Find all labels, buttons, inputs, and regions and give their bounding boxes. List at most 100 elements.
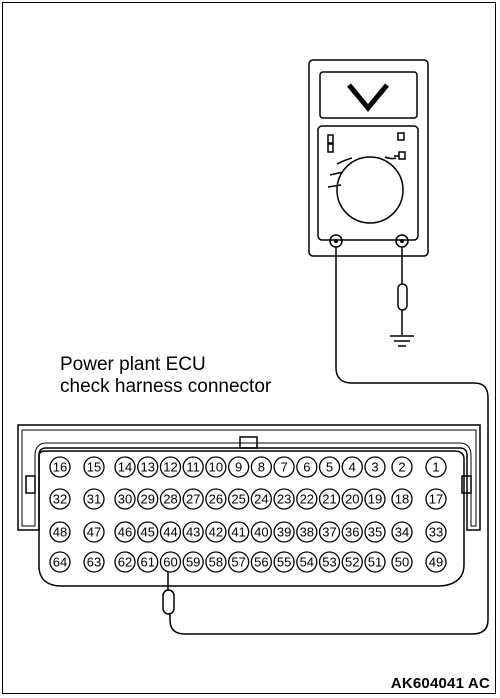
connector-pin-label: 56 bbox=[254, 555, 268, 570]
connector-pin-label: 39 bbox=[277, 525, 291, 540]
connector-pin-17 bbox=[425, 488, 447, 510]
connector-pin-22 bbox=[296, 488, 318, 510]
connector-pin-30 bbox=[114, 488, 136, 510]
connector-pin-50 bbox=[391, 551, 413, 573]
connector-pin-label: 34 bbox=[395, 525, 409, 540]
connector-pin-label: 41 bbox=[231, 525, 245, 540]
connector-pin-label: 30 bbox=[118, 492, 132, 507]
connector-pin-9 bbox=[227, 456, 250, 478]
connector-pin-label: 11 bbox=[186, 460, 200, 475]
connector-pin-label: 63 bbox=[87, 555, 101, 570]
connector-pin-47 bbox=[83, 521, 105, 543]
connector-pin-42 bbox=[205, 521, 227, 543]
connector-pin-label: 35 bbox=[368, 525, 382, 540]
multimeter-dial-panel bbox=[317, 125, 419, 241]
connector-pin-label: 62 bbox=[118, 555, 132, 570]
connector-pin-label: 17 bbox=[429, 492, 443, 507]
connector-pin-31 bbox=[83, 488, 105, 510]
connector-pin-59 bbox=[182, 551, 204, 573]
connector-pin-27 bbox=[182, 488, 204, 510]
connector-pin-63 bbox=[83, 551, 105, 573]
connector-pin-24 bbox=[250, 488, 273, 510]
connector-pin-20 bbox=[341, 488, 363, 510]
connector-pin-28 bbox=[159, 488, 182, 510]
connector-pin-37 bbox=[318, 521, 341, 543]
connector-pin-label: 28 bbox=[163, 492, 177, 507]
connector-pin-label: 25 bbox=[231, 492, 245, 507]
connector-pin-label: 26 bbox=[209, 492, 223, 507]
connector-pin-11 bbox=[182, 456, 204, 478]
connector-pin-label: 54 bbox=[300, 555, 314, 570]
connector-pin-10 bbox=[205, 456, 227, 478]
harness-connector bbox=[17, 424, 481, 587]
connector-pin-56 bbox=[250, 551, 273, 573]
latch-left bbox=[25, 475, 36, 494]
connector-pin-label: 59 bbox=[186, 555, 200, 570]
range-marker-2 bbox=[327, 143, 334, 153]
connector-pin-14 bbox=[114, 456, 136, 478]
connector-pin-33 bbox=[425, 521, 447, 543]
connector-pin-label: 2 bbox=[398, 460, 405, 475]
connector-pin-label: 4 bbox=[349, 460, 356, 475]
connector-pin-3 bbox=[364, 456, 386, 478]
connector-pin-13 bbox=[137, 456, 159, 478]
connector-pin-label: 42 bbox=[209, 525, 223, 540]
connector-pin-label: 49 bbox=[429, 555, 443, 570]
connector-pin-26 bbox=[205, 488, 227, 510]
connector-pin-label: 53 bbox=[322, 555, 336, 570]
latch-right bbox=[461, 475, 472, 494]
connector-pin-label: 5 bbox=[326, 460, 333, 475]
connector-pin-64 bbox=[49, 551, 71, 573]
connector-pin-29 bbox=[137, 488, 159, 510]
connector-pin-32 bbox=[49, 488, 71, 510]
test-lead-wire bbox=[169, 247, 489, 635]
connector-pin-label: 43 bbox=[186, 525, 200, 540]
connector-pin-label: 32 bbox=[53, 492, 67, 507]
connector-pin-label: 20 bbox=[345, 492, 359, 507]
connector-pin-label: 47 bbox=[87, 525, 101, 540]
connector-pin-53 bbox=[318, 551, 341, 573]
connector-pin-18 bbox=[391, 488, 413, 510]
connector-pin-35 bbox=[364, 521, 386, 543]
connector-pin-23 bbox=[273, 488, 295, 510]
caption-line-2: check harness connector bbox=[60, 376, 272, 397]
connector-pin-6 bbox=[296, 456, 318, 478]
connector-pin-7 bbox=[273, 456, 295, 478]
figure-code: AK604041 AC bbox=[390, 675, 490, 692]
connector-pin-label: 55 bbox=[277, 555, 291, 570]
connector-pin-label: 24 bbox=[254, 492, 268, 507]
connector-pin-12 bbox=[159, 456, 182, 478]
connector-pin-15 bbox=[83, 456, 105, 478]
connector-caption: Power plant ECU check harness connector bbox=[60, 354, 271, 398]
range-marker-4 bbox=[398, 151, 406, 160]
connector-pin-label: 21 bbox=[322, 492, 336, 507]
connector-pin-label: 1 bbox=[432, 460, 439, 475]
connector-pin-4 bbox=[341, 456, 363, 478]
connector-pin-label: 50 bbox=[395, 555, 409, 570]
connector-pin-label: 19 bbox=[368, 492, 382, 507]
range-marker-1 bbox=[327, 134, 334, 144]
connector-pin-label: 8 bbox=[258, 460, 265, 475]
ground-probe bbox=[390, 247, 414, 347]
range-marker-3 bbox=[397, 132, 405, 141]
connector-pin-25 bbox=[227, 488, 250, 510]
connector-pin-label: 58 bbox=[209, 555, 223, 570]
connector-pin-1 bbox=[425, 456, 447, 478]
connector-pin-label: 48 bbox=[53, 525, 67, 540]
connector-pin-label: 13 bbox=[140, 460, 154, 475]
multimeter-display bbox=[319, 71, 418, 119]
connector-pin-5 bbox=[318, 456, 341, 478]
connector-pin-36 bbox=[341, 521, 363, 543]
connector-pin-58 bbox=[205, 551, 227, 573]
connector-pin-38 bbox=[296, 521, 318, 543]
connector-pin-55 bbox=[273, 551, 295, 573]
connector-pin-label: 57 bbox=[231, 555, 245, 570]
connector-pin-21 bbox=[318, 488, 341, 510]
voltage-symbol bbox=[347, 83, 389, 112]
connector-pin-label: 23 bbox=[277, 492, 291, 507]
rotary-dial[interactable] bbox=[336, 156, 404, 224]
connector-pin-49 bbox=[425, 551, 447, 573]
connector-pin-label: 12 bbox=[163, 460, 177, 475]
connector-pin-label: 40 bbox=[254, 525, 268, 540]
caption-line-1: Power plant ECU bbox=[60, 354, 206, 375]
